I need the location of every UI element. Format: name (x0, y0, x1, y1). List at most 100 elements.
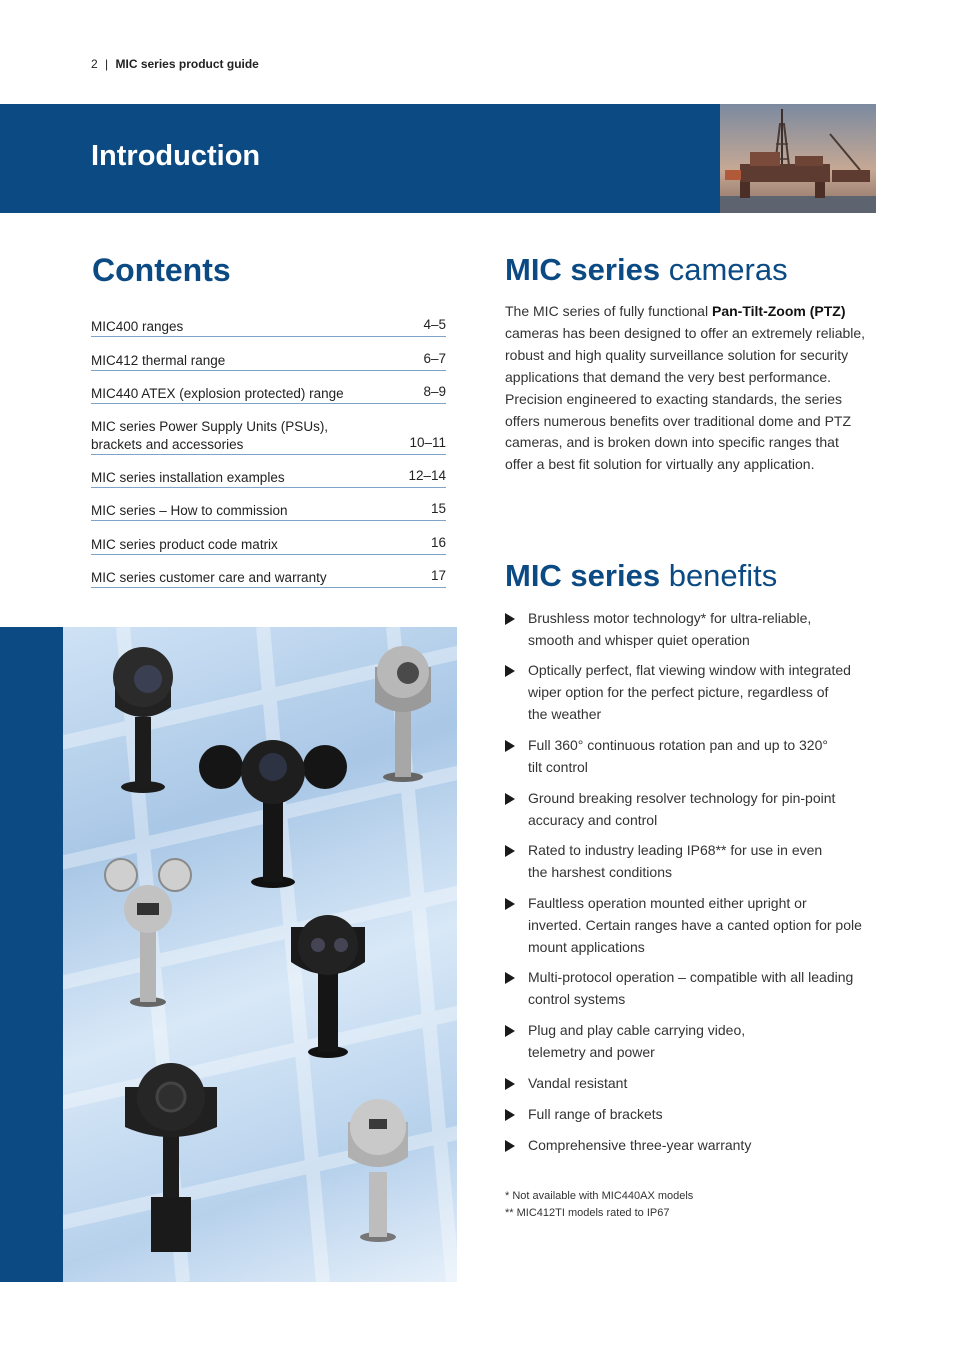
cameras-heading-bold: MIC series (505, 252, 661, 287)
footnote: * Not available with MIC440AX models (505, 1190, 694, 1202)
benefit-item: Ground breaking resolver technology for … (505, 788, 877, 832)
bullet-arrow-icon (505, 740, 515, 752)
banner-title: Introduction (91, 140, 261, 172)
benefit-line: Brushless motor technology* for ultra-re… (528, 610, 812, 626)
benefit-line: Comprehensive three-year warranty (528, 1137, 752, 1153)
camera-silver-small (348, 1099, 408, 1242)
cameras-paragraph: The MIC series of fully functional Pan-T… (505, 301, 877, 476)
toc-item-label: MIC440 ATEX (explosion protected) range (91, 386, 344, 401)
toc-item-label: MIC400 ranges (91, 319, 184, 334)
cameras-heading: MIC series cameras (505, 252, 788, 288)
toc-item[interactable]: MIC440 ATEX (explosion protected) range … (91, 384, 446, 404)
benefit-line: wiper option for the perfect picture, re… (528, 683, 829, 700)
toc-item-pages: 12–14 (408, 468, 446, 483)
para-line: Precision engineered to exacting standar… (505, 390, 842, 407)
toc-item-label: MIC series installation examples (91, 470, 285, 485)
camera-black-dual-lens (291, 915, 365, 1058)
benefit-line: accuracy and control (528, 811, 658, 828)
benefits-heading-light: benefits (668, 558, 778, 593)
ptz-cameras-photo (63, 627, 457, 1282)
benefit-line: the weather (528, 705, 602, 722)
bullet-arrow-icon (505, 1078, 515, 1090)
benefit-line: control systems (528, 990, 626, 1007)
benefit-item: Multi-protocol operation – compatible wi… (505, 967, 877, 1011)
cameras-heading-light: cameras (668, 252, 788, 287)
para-line: robust and high quality surveillance sol… (505, 346, 849, 363)
camera-black-inverted (125, 1063, 217, 1252)
bullet-arrow-icon (505, 845, 515, 857)
benefit-line: smooth and whisper quiet operation (528, 631, 750, 648)
page-number: 2 (91, 57, 98, 71)
bullet-arrow-icon (505, 665, 515, 677)
benefit-item: Faultless operation mounted either uprig… (505, 893, 877, 959)
benefit-item: Full 360° continuous rotation pan and up… (505, 735, 877, 779)
benefit-line: Ground breaking resolver technology for … (528, 790, 836, 806)
benefit-line: Faultless operation mounted either uprig… (528, 895, 807, 911)
benefit-item: Full range of brackets (505, 1104, 877, 1126)
benefit-line: Rated to industry leading IP68** for use… (528, 842, 823, 858)
benefit-line: the harshest conditions (528, 863, 672, 880)
benefit-line: mount applications (528, 938, 645, 955)
toc-item-pages: 10–11 (409, 435, 446, 450)
toc-item-label: MIC series – How to commission (91, 503, 288, 518)
toc-item[interactable]: MIC series – How to commission 15 (91, 501, 446, 521)
para-line: applications that demand the very best p… (505, 368, 832, 385)
header-separator: | (105, 57, 109, 71)
para-line: cameras has been designed to offer an ex… (505, 324, 866, 341)
toc-item-pages: 16 (430, 535, 446, 550)
toc-item-label-line2: brackets and accessories (91, 437, 244, 452)
benefit-line: Plug and play cable carrying video, (528, 1022, 746, 1038)
toc-item-pages: 17 (430, 568, 446, 583)
benefits-heading: MIC series benefits (505, 558, 777, 594)
left-accent-bar (0, 627, 63, 1282)
camera-silver-illuminators (104, 858, 192, 1007)
benefit-line: inverted. Certain ranges have a canted o… (528, 916, 862, 933)
para-line: offer a best fit solution for virtually … (505, 456, 815, 473)
toc-item-label: MIC series Power Supply Units (PSUs), (91, 419, 329, 434)
toc-item[interactable]: MIC series Power Supply Units (PSUs), br… (91, 418, 446, 455)
guide-title: MIC series product guide (115, 57, 259, 71)
benefit-line: Full 360° continuous rotation pan and up… (528, 737, 828, 753)
contents-title: Contents (92, 252, 231, 288)
bullet-arrow-icon (505, 793, 515, 805)
toc-item-label: MIC412 thermal range (91, 353, 226, 368)
benefit-line: tilt control (528, 758, 588, 775)
benefit-line: Full range of brackets (528, 1106, 663, 1122)
camera-black-illuminators (199, 740, 347, 888)
benefit-item: Brushless motor technology* for ultra-re… (505, 608, 877, 652)
benefit-line: Optically perfect, flat viewing window w… (528, 662, 851, 678)
camera-black (113, 647, 173, 793)
bullet-arrow-icon (505, 972, 515, 984)
para-bold: Pan-Tilt-Zoom (PTZ) (711, 303, 846, 319)
benefit-item: Vandal resistant (505, 1073, 877, 1095)
bullet-arrow-icon (505, 898, 515, 910)
toc-item-label: MIC series product code matrix (91, 537, 278, 552)
bullet-arrow-icon (505, 1140, 515, 1152)
benefit-item: Comprehensive three-year warranty (505, 1135, 877, 1157)
benefit-line: Vandal resistant (528, 1075, 628, 1091)
toc-item[interactable]: MIC400 ranges 4–5 (91, 317, 446, 337)
para-line: offers numerous benefits over traditiona… (505, 412, 852, 429)
benefit-item: Rated to industry leading IP68** for use… (505, 840, 877, 884)
toc-item[interactable]: MIC412 thermal range 6–7 (91, 351, 446, 371)
toc-item-pages: 4–5 (423, 317, 446, 332)
toc-item[interactable]: MIC series product code matrix 16 (91, 535, 446, 555)
bullet-arrow-icon (505, 1109, 515, 1121)
toc-item[interactable]: MIC series installation examples 12–14 (91, 468, 446, 488)
toc-item-pages: 8–9 (423, 384, 446, 399)
bullet-arrow-icon (505, 613, 515, 625)
para-line: cameras, and is broken down into specifi… (505, 434, 839, 451)
benefit-item: Plug and play cable carrying video, telem… (505, 1020, 877, 1064)
benefits-heading-bold: MIC series (505, 558, 661, 593)
toc-item-pages: 6–7 (423, 351, 446, 366)
oil-rig-photo (720, 104, 876, 213)
bullet-arrow-icon (505, 1025, 515, 1037)
oil-rig-image (720, 104, 876, 213)
running-header: 2 | MIC series product guide (91, 57, 259, 71)
toc-item-pages: 15 (430, 501, 446, 516)
benefit-line: telemetry and power (528, 1043, 655, 1060)
toc-item[interactable]: MIC series customer care and warranty 17 (91, 568, 446, 588)
toc-item-label: MIC series customer care and warranty (91, 570, 327, 585)
benefit-line: Multi-protocol operation – compatible wi… (528, 969, 854, 985)
footnote: ** MIC412TI models rated to IP67 (505, 1207, 670, 1219)
